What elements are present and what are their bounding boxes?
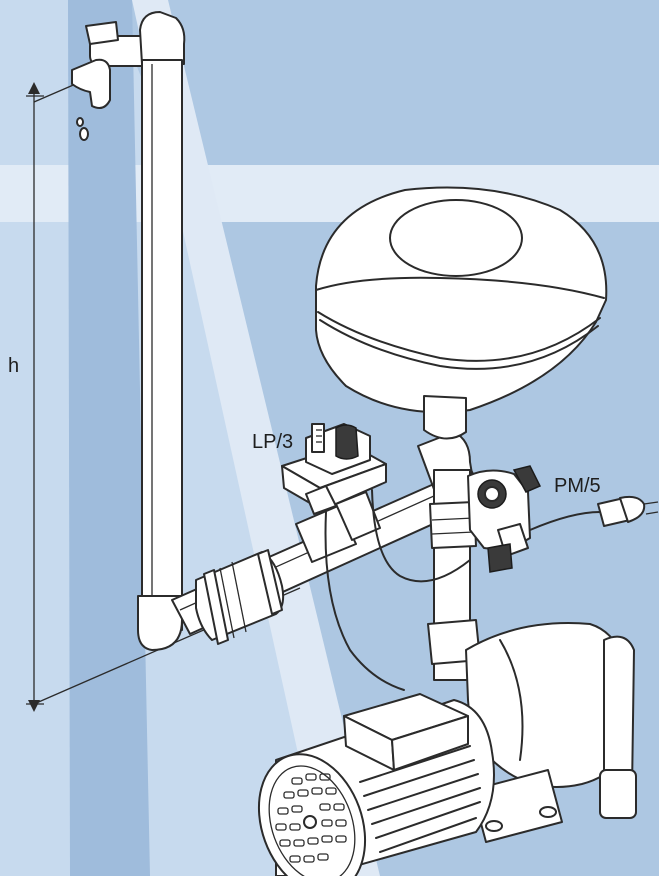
pressure-tank [315,186,608,440]
pressure-module-icon [467,465,542,573]
pressure-switch-label: LP/3 [252,431,293,453]
pressure-switch-icon [281,423,387,515]
pressure-module-label: PM/5 [554,475,601,497]
height-label: h [8,355,19,377]
pump-icon [257,622,637,876]
cables [324,489,659,691]
horizontal-pipe [171,431,487,645]
vertical-pipe [137,11,186,651]
